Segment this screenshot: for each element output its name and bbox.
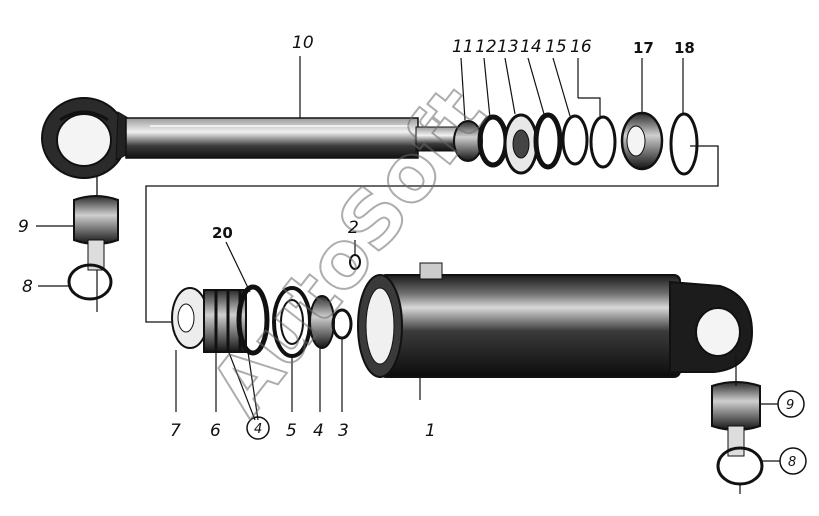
callout-1: 1 (425, 421, 436, 441)
barrel-port (419, 262, 443, 280)
callout-16: 16 (570, 37, 592, 57)
callout-12: 12 (475, 37, 497, 57)
callout-9-left: 9 (18, 217, 29, 237)
part-18-ring (669, 112, 699, 176)
callout-13: 13 (497, 37, 519, 57)
callout-15: 15 (545, 37, 567, 57)
callout-17: 17 (633, 39, 654, 57)
rod-eye-shade (59, 110, 109, 122)
upper-leaders (299, 56, 684, 121)
clevis-bore (695, 307, 741, 357)
callout-2: 2 (348, 218, 359, 238)
piston-rod-assembly (41, 97, 459, 179)
rod-eye-bore (56, 113, 112, 167)
callout-6: 6 (210, 421, 221, 441)
callout-7: 7 (170, 421, 181, 441)
callout-8-left: 8 (22, 277, 33, 297)
callout-10: 10 (292, 33, 314, 53)
clip-8-left (38, 263, 113, 301)
barrel-body (379, 274, 681, 378)
callout-5: 5 (286, 421, 297, 441)
callout-3: 3 (338, 421, 349, 441)
part-15-oring (561, 114, 589, 166)
part-14-ring (533, 112, 563, 170)
callout-14: 14 (520, 37, 542, 57)
part-20-ring (236, 284, 270, 356)
callout-labels: 10 11 12 13 14 15 16 17 18 9 8 20 2 7 6 … (18, 33, 796, 470)
callout-4: 4 (313, 421, 324, 441)
lower-leaders (175, 241, 343, 440)
rod-shaft (125, 117, 419, 159)
callout-11: 11 (452, 37, 474, 57)
clip-8-right (716, 446, 807, 494)
callout-4-circled: 4 (254, 422, 262, 437)
cylinder-barrel (357, 262, 754, 400)
callout-9-right: 9 (786, 398, 794, 413)
callout-8-right: 8 (788, 455, 796, 470)
pin-9-left (36, 195, 119, 312)
gland-parts (171, 240, 361, 358)
callout-18: 18 (674, 39, 695, 57)
part-16-oring (589, 115, 617, 169)
rod-seal-kit (453, 111, 699, 176)
callout-20: 20 (212, 224, 233, 242)
